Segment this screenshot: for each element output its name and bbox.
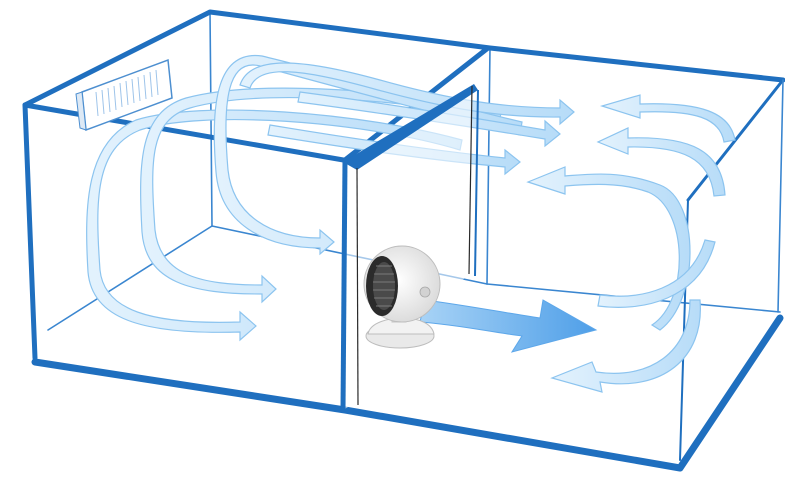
airflow-right-descend [597, 239, 716, 308]
air-conditioner-icon [75, 58, 173, 132]
room-floor-front-edge [31, 314, 784, 472]
airflow-return-top [599, 94, 736, 143]
circulator-fan-icon [363, 245, 441, 349]
airflow-right-loop [526, 166, 691, 331]
airflow-return-mid [596, 127, 726, 197]
airflow-right-lower [550, 299, 701, 393]
right-room-airflows [526, 94, 736, 393]
room-left-edge [22, 102, 38, 361]
room-right-back-edge [777, 79, 784, 313]
fan-airflow-jet-arrow [419, 299, 598, 353]
airflow-top-arc [239, 62, 575, 126]
